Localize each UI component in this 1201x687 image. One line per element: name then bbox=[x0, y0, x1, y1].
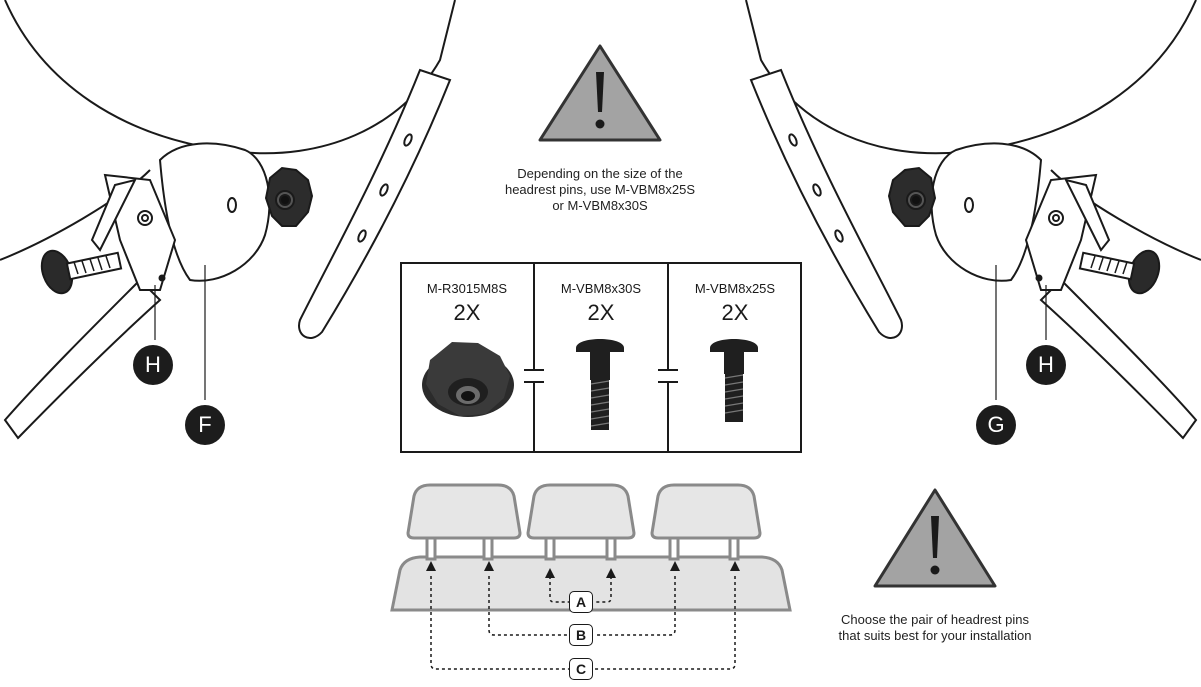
pair-c-bracket-left bbox=[430, 576, 569, 670]
left-headrest-cushion bbox=[4, 0, 456, 155]
right-bolt-icon bbox=[1078, 249, 1161, 295]
right-headrest-mount bbox=[745, 0, 1201, 440]
pair-b-bracket-right bbox=[595, 576, 676, 636]
warning-note-bottom: Choose the pair of headrest pins that su… bbox=[800, 612, 1070, 644]
part-code-short-bolt: M-VBM8x25S bbox=[694, 281, 776, 296]
pin-pair-a-tag: A bbox=[569, 591, 593, 613]
left-headrest-mount bbox=[0, 0, 456, 440]
pair-a-bracket-right bbox=[595, 576, 612, 603]
parts-table bbox=[400, 262, 802, 453]
part-qty-knob: 2X bbox=[453, 300, 481, 325]
warning-note-bottom-line1: Choose the pair of headrest pins bbox=[841, 612, 1029, 627]
right-headrest-cushion bbox=[745, 0, 1197, 155]
warning-note-top-line2: headrest pins, use M-VBM8x25S bbox=[504, 182, 696, 197]
headrest-left bbox=[406, 483, 522, 540]
warning-note-top: Depending on the size of the headrest pi… bbox=[470, 166, 730, 214]
warning-triangle-bottom-icon bbox=[873, 488, 997, 588]
pin-pair-b-tag: B bbox=[569, 624, 593, 646]
callout-h-right: H bbox=[1026, 345, 1066, 385]
part-qty-short-bolt: 2X bbox=[721, 300, 749, 325]
left-bracket-plate bbox=[158, 142, 271, 282]
seat-row-diagram bbox=[390, 483, 792, 670]
pair-a-bracket-left bbox=[549, 576, 569, 603]
table-star-knob-icon bbox=[422, 342, 514, 417]
right-star-knob-icon bbox=[887, 166, 937, 227]
callout-f: F bbox=[185, 405, 225, 445]
headrest-middle bbox=[526, 483, 636, 540]
headrest-right bbox=[650, 483, 762, 540]
part-code-knob: M-R3015M8S bbox=[426, 281, 508, 296]
table-long-bolt-icon bbox=[576, 339, 624, 430]
left-rod-lower bbox=[3, 278, 162, 440]
callout-g: G bbox=[976, 405, 1016, 445]
part-qty-long-bolt: 2X bbox=[587, 300, 615, 325]
warning-note-top-line3: or M-VBM8x30S bbox=[552, 198, 648, 213]
table-short-bolt-icon bbox=[710, 339, 758, 422]
right-rod-lower bbox=[1039, 278, 1198, 440]
warning-note-bottom-line2: that suits best for your installation bbox=[838, 628, 1032, 643]
right-bracket-plate bbox=[930, 142, 1043, 282]
pair-c-bracket-right bbox=[595, 576, 736, 670]
callout-h-left: H bbox=[133, 345, 173, 385]
pair-b-bracket-left bbox=[488, 576, 569, 636]
part-code-long-bolt: M-VBM8x30S bbox=[560, 281, 642, 296]
warning-note-top-line1: Depending on the size of the bbox=[517, 166, 683, 181]
pin-pair-c-tag: C bbox=[569, 658, 593, 680]
left-bolt-icon bbox=[40, 249, 123, 295]
left-star-knob-icon bbox=[264, 166, 314, 227]
warning-triangle-top-icon bbox=[538, 44, 662, 142]
